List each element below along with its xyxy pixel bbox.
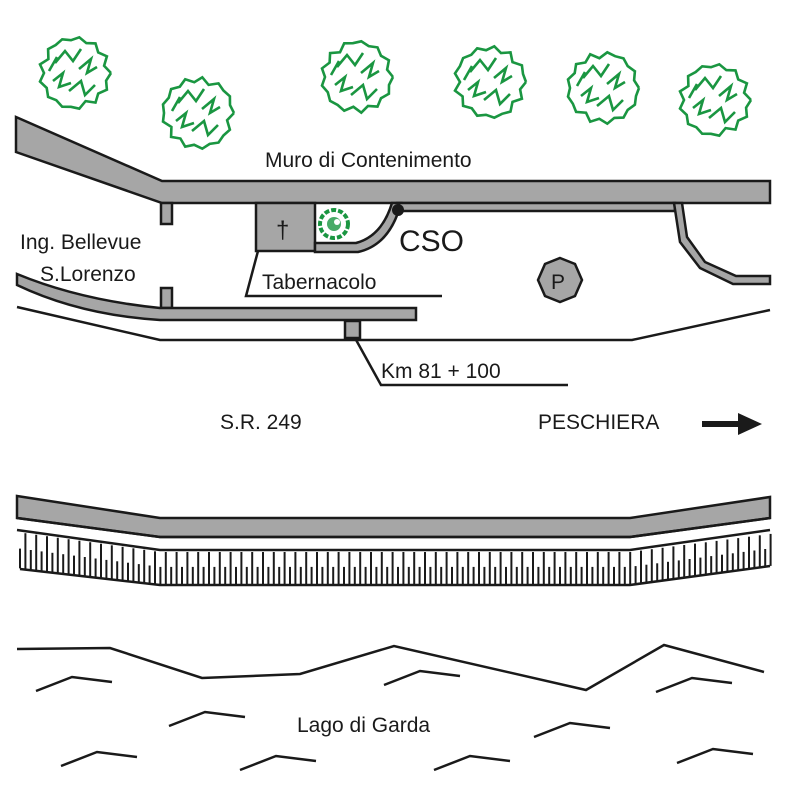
km-marker-post bbox=[343, 319, 362, 340]
tabernacle-leader-line bbox=[244, 250, 442, 298]
lake-label: Lago di Garda bbox=[297, 714, 430, 737]
km-marker-leader-line bbox=[353, 337, 568, 387]
retaining-wall-label: Muro di Contenimento bbox=[265, 149, 472, 172]
wave-icon bbox=[533, 721, 611, 739]
cso-upper-channel bbox=[395, 201, 677, 213]
retaining-wall bbox=[14, 115, 772, 205]
tabernacle-box bbox=[254, 201, 317, 253]
wave-icon bbox=[239, 754, 317, 772]
tree-icon bbox=[678, 62, 753, 138]
road-edge-north bbox=[16, 305, 771, 342]
cso-point-icon bbox=[392, 204, 404, 216]
wave-icon bbox=[60, 750, 138, 768]
gate-post-top bbox=[159, 201, 174, 226]
tabernacle-label: Tabernacolo bbox=[262, 271, 376, 294]
tree-icon bbox=[453, 44, 528, 120]
tree-icon bbox=[38, 35, 113, 111]
wave-icon bbox=[168, 710, 246, 728]
wave-icon bbox=[35, 675, 113, 693]
cross-icon: † bbox=[276, 217, 289, 244]
hotel-entrance-label-line2: S.Lorenzo bbox=[40, 263, 136, 286]
hatch-baseline bbox=[19, 564, 771, 587]
wave-icon bbox=[676, 747, 754, 765]
small-tree-icon bbox=[318, 208, 350, 240]
tree-icon bbox=[320, 39, 395, 115]
direction-label: PESCHIERA bbox=[538, 411, 659, 434]
wave-icon bbox=[655, 676, 733, 694]
wave-icon bbox=[433, 754, 511, 772]
tree-row bbox=[38, 35, 753, 151]
wave-icon bbox=[383, 669, 461, 687]
lake-waves bbox=[35, 669, 754, 772]
cso-label: CSO bbox=[399, 225, 464, 258]
parking-label: P bbox=[551, 271, 565, 294]
shoreline bbox=[16, 643, 765, 692]
embankment-hatching bbox=[19, 533, 772, 587]
road-label: S.R. 249 bbox=[220, 411, 302, 434]
promenade-wall-divider bbox=[16, 516, 771, 539]
hotel-entrance-label-line1: Ing. Bellevue bbox=[20, 231, 141, 254]
km-marker-label: Km 81 + 100 bbox=[381, 360, 501, 383]
gate-post-bottom bbox=[159, 286, 174, 310]
tree-icon bbox=[161, 75, 236, 151]
tree-icon bbox=[566, 50, 641, 126]
arrow-right-icon bbox=[702, 413, 762, 435]
right-drain-channel bbox=[672, 201, 772, 286]
parking-icon bbox=[536, 256, 584, 304]
promenade-wall-upper bbox=[15, 494, 772, 539]
promenade-wall-bottom bbox=[16, 528, 771, 552]
lower-sidewalk-wall bbox=[15, 272, 418, 322]
